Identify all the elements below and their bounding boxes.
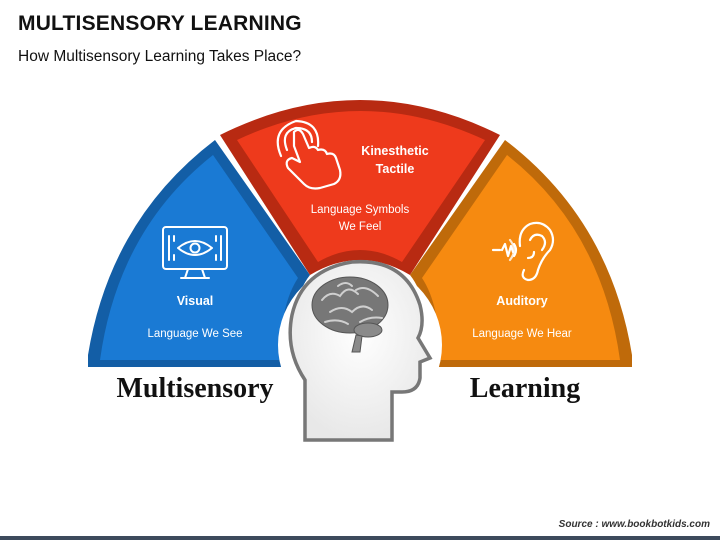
bottom-bar — [0, 536, 720, 540]
label-multisensory: Multisensory — [116, 373, 273, 404]
auditory-title: Auditory — [496, 294, 547, 308]
visual-title: Visual — [177, 294, 214, 308]
auditory-desc: Language We Hear — [472, 328, 572, 340]
kinesthetic-segment — [237, 111, 485, 262]
touch-hand-icon — [276, 119, 342, 190]
source-credit: Source : www.bookbotkids.com — [558, 519, 710, 530]
page-subtitle: How Multisensory Learning Takes Place? — [18, 48, 302, 65]
head-brain-icon — [288, 259, 433, 442]
kinesthetic-desc-line2: We Feel — [339, 221, 382, 233]
monitor-eye-icon — [162, 226, 228, 279]
kinesthetic-title-line1: Kinesthetic — [361, 144, 428, 158]
visual-desc: Language We See — [147, 328, 242, 340]
auditory-segment — [422, 155, 620, 360]
kinesthetic-desc-line1: Language Symbols — [311, 204, 410, 216]
kinesthetic-title-line2: Tactile — [376, 162, 415, 176]
label-learning: Learning — [470, 373, 580, 404]
ear-sound-icon — [491, 221, 555, 282]
visual-segment — [100, 155, 298, 360]
page-title: MULTISENSORY LEARNING — [18, 12, 302, 35]
